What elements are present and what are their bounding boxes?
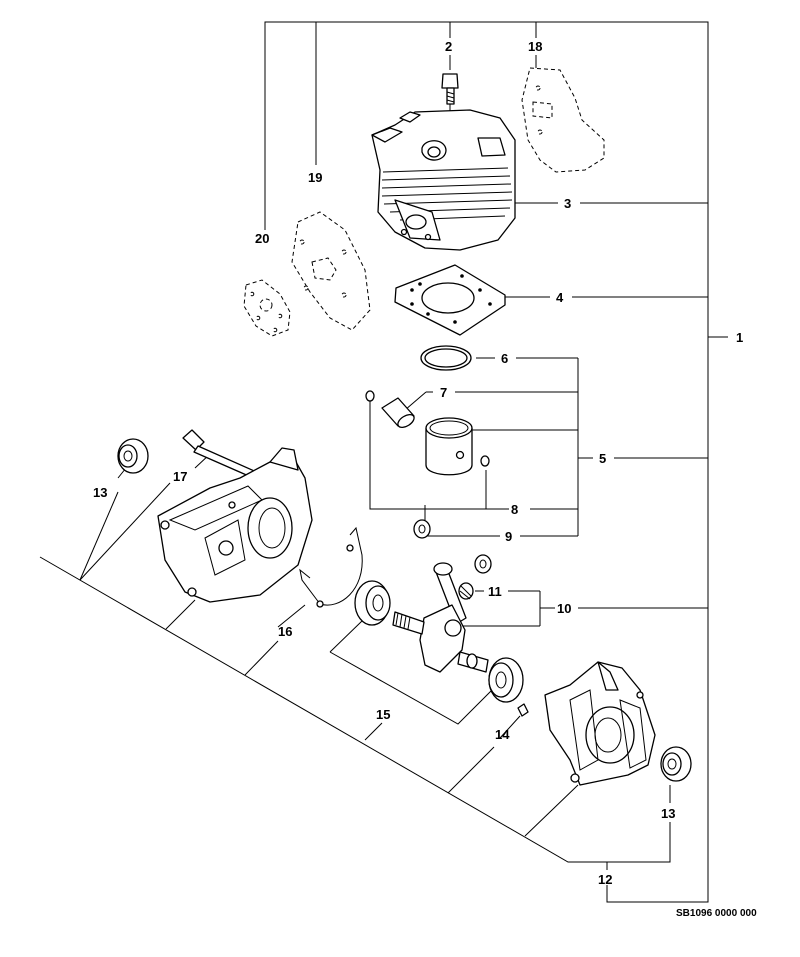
part-19-gasket <box>291 211 371 331</box>
label-1: 1 <box>736 330 743 345</box>
label-19: 19 <box>308 170 322 185</box>
label-9: 9 <box>505 529 512 544</box>
part-16-clip <box>299 526 363 608</box>
label-18: 18 <box>528 39 542 54</box>
label-3: 3 <box>564 196 571 211</box>
part-14-dowel-pin <box>517 703 529 717</box>
label-13-left: 13 <box>93 485 107 500</box>
part-6-piston-ring <box>420 345 472 371</box>
part-20-gasket <box>243 279 291 337</box>
label-16: 16 <box>278 624 292 639</box>
part-11-needle-bearing <box>458 582 474 600</box>
label-5: 5 <box>599 451 606 466</box>
label-12: 12 <box>598 872 612 887</box>
label-14: 14 <box>495 727 510 742</box>
label-17: 17 <box>173 469 187 484</box>
part-5-piston <box>425 417 473 476</box>
part-4-cylinder-gasket <box>394 264 506 336</box>
part-2-bolt <box>441 73 459 150</box>
part-13-oil-seal-right <box>660 746 692 782</box>
part-8-circlips <box>365 390 490 467</box>
label-20: 20 <box>255 231 269 246</box>
label-7: 7 <box>440 385 447 400</box>
part-13-oil-seal-left <box>117 438 149 474</box>
label-15: 15 <box>376 707 390 722</box>
part-3-cylinder <box>371 109 516 251</box>
part-crankcase-left <box>157 447 313 603</box>
part-10-crankshaft <box>392 562 489 673</box>
label-10: 10 <box>557 601 571 616</box>
part-18-heat-shield <box>521 67 605 173</box>
part-7-piston-pin <box>381 397 415 429</box>
label-8: 8 <box>511 502 518 517</box>
label-2: 2 <box>445 39 452 54</box>
part-15-bearings <box>354 580 524 703</box>
diagram-code: SB1096 0000 000 <box>676 908 757 919</box>
part-crankcase-right <box>544 661 656 786</box>
label-4: 4 <box>556 290 564 305</box>
label-6: 6 <box>501 351 508 366</box>
label-13-right: 13 <box>661 806 675 821</box>
label-11: 11 <box>488 584 502 599</box>
part-9-washers <box>413 519 492 574</box>
callout-labels: 1 2 3 4 5 6 7 8 9 10 11 12 13 13 14 15 1… <box>93 39 743 887</box>
